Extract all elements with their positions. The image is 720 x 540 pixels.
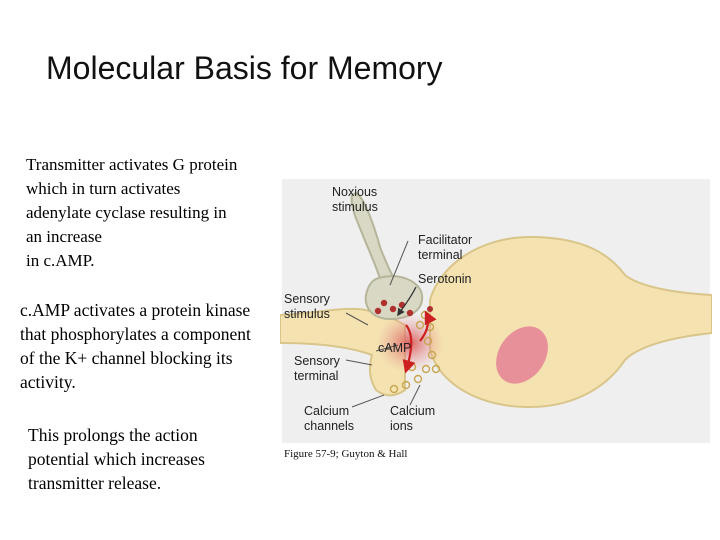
label-sensory-stimulus: Sensory stimulus — [284, 292, 333, 321]
paragraph-line: in c.AMP. — [26, 251, 95, 270]
paragraph-line: potential which increases — [28, 449, 205, 469]
slide-title: Molecular Basis for Memory — [46, 50, 443, 86]
label-serotonin: Serotonin — [418, 272, 472, 286]
paragraph-line: This prolongs the action — [28, 425, 198, 445]
serotonin-vesicle — [389, 305, 397, 313]
serotonin-vesicle — [374, 307, 382, 315]
label-facilitator-terminal: Facilitator terminal — [418, 233, 476, 262]
label-calcium-ions: Calcium ions — [390, 404, 439, 433]
label-sensory-terminal: Sensory terminal — [294, 354, 343, 383]
leader-lines — [345, 240, 421, 408]
calcium-ion — [427, 306, 433, 312]
camp-arrow — [402, 324, 416, 374]
paragraph-line: c.AMP activates a protein kinase — [20, 300, 251, 320]
paragraph-line: of the K+ channel blocking its — [20, 348, 233, 368]
serotonin-vesicle — [380, 299, 388, 307]
paragraph-line: transmitter release. — [28, 473, 162, 493]
paragraph-line: an increase — [26, 227, 102, 246]
neuron-nucleus — [496, 326, 548, 384]
serotonin-arrow — [397, 286, 417, 317]
synapse-figure: Noxious stimulus Facilitator terminal Se… — [280, 179, 712, 443]
figure-caption: Figure 57-9; Guyton & Hall — [284, 448, 408, 460]
paragraph-g-protein: Transmitter activates G protein which in… — [26, 153, 237, 273]
paragraph-protein-kinase: c.AMP activates a protein kinase that ph… — [20, 298, 251, 394]
paragraph-line: that phosphorylates a component — [20, 324, 251, 344]
synaptic-vesicles — [389, 310, 441, 394]
paragraph-action-potential: This prolongs the action potential which… — [28, 423, 205, 495]
serotonin-vesicle — [406, 309, 414, 317]
label-camp: cAMP — [378, 341, 411, 355]
paragraph-line: adenylate cyclase resulting in — [26, 203, 227, 222]
paragraph-line: Transmitter activates G protein — [26, 155, 238, 174]
label-calcium-channels: Calcium channels — [304, 404, 354, 433]
facilitator-terminal — [364, 275, 424, 321]
paragraph-line: which in turn activates — [26, 179, 181, 198]
sensory-terminal — [280, 307, 406, 397]
camp-arrow — [419, 310, 437, 342]
label-noxious-stimulus: Noxious stimulus — [332, 185, 381, 214]
paragraph-line: activity. — [20, 372, 76, 392]
